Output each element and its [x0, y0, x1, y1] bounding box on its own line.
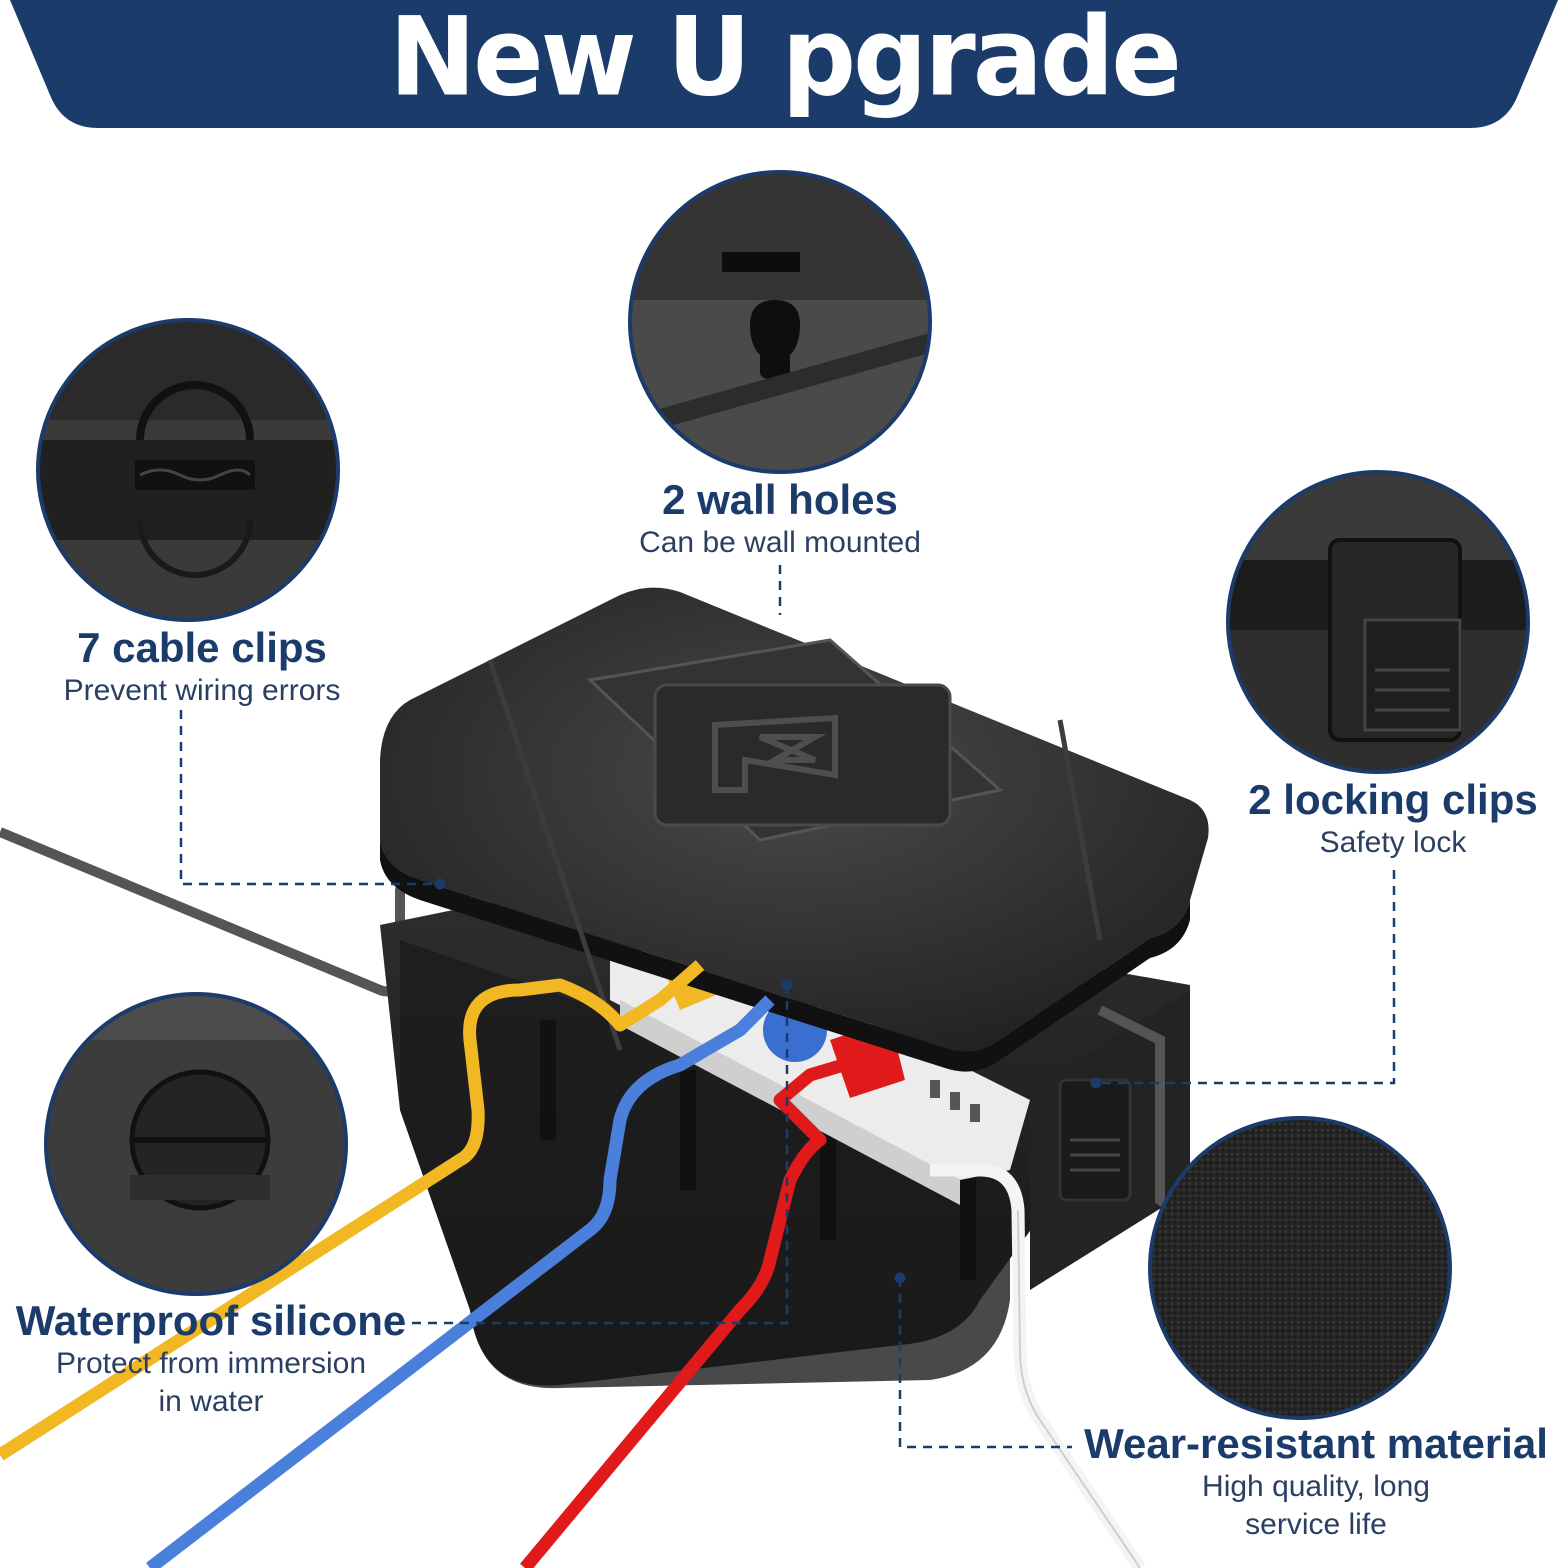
- yellow-cable: [0, 960, 705, 1461]
- detail-circle-texture: [1148, 1116, 1452, 1420]
- feature-subtitle-line1: Protect from immersion: [55, 1347, 367, 1380]
- feature-locking-clips: 2 locking clips Safety lock: [1228, 776, 1558, 862]
- feature-subtitle-line2: in water: [158, 1385, 264, 1418]
- red-cable: [520, 1053, 862, 1568]
- detail-circle-wall-holes: [628, 170, 932, 474]
- feature-title: 7 cable clips: [77, 624, 327, 671]
- feature-cable-clips: 7 cable clips Prevent wiring errors: [20, 624, 384, 710]
- feature-title: Waterproof silicone: [15, 1297, 407, 1344]
- feature-wall-holes: 2 wall holes Can be wall mounted: [600, 476, 960, 562]
- feature-title: 2 locking clips: [1248, 776, 1538, 823]
- blue-cable: [146, 995, 775, 1568]
- detail-circle-cable-clips: [36, 318, 340, 622]
- header-banner: [10, 0, 1558, 128]
- feature-subtitle-line2: service life: [1245, 1508, 1387, 1541]
- leader-dots: [434, 878, 1102, 1284]
- feature-wear-resistant: Wear-resistant material High quality, lo…: [1070, 1420, 1562, 1544]
- feature-waterproof-silicone: Waterproof silicone Protect from immersi…: [6, 1297, 416, 1421]
- leader-lines: [179, 565, 1396, 1449]
- feature-subtitle: Prevent wiring errors: [63, 674, 341, 707]
- feature-title: Wear-resistant material: [1084, 1420, 1548, 1467]
- feature-subtitle: Can be wall mounted: [639, 526, 921, 559]
- detail-circle-locking-clips: [1226, 470, 1530, 774]
- box-lid: [380, 587, 1209, 1072]
- page-title: New U pgrade: [389, 0, 1182, 121]
- feature-subtitle-line1: High quality, long: [1202, 1470, 1430, 1503]
- feature-subtitle: Safety lock: [1319, 826, 1467, 859]
- feature-title: 2 wall holes: [662, 476, 898, 523]
